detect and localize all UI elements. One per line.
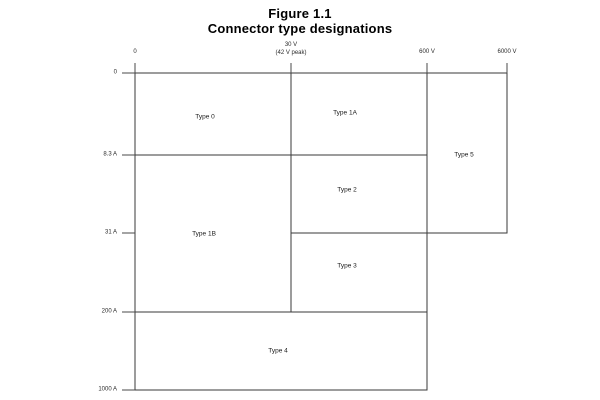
x-axis-label-main: 600 V [419, 49, 435, 55]
y-axis-label-y1000: 1000 A [98, 386, 117, 393]
y-axis-label-y31: 31 A [104, 229, 117, 236]
figure-title-line-1: Figure 1.1 [268, 6, 332, 21]
region-type-2 [290, 154, 428, 234]
x-axis-label-x30: 30 V(42 V peak) [275, 42, 306, 57]
y-axis-label-y8: 8.3 A [103, 151, 117, 158]
region-type-3 [290, 232, 428, 313]
x-axis-label-main: 0 [133, 49, 137, 55]
tick-marks [122, 63, 508, 391]
x-axis-label-x0: 0 [133, 49, 136, 57]
region-label-type-4: Type 4 [268, 347, 288, 355]
region-label-type-2: Type 2 [337, 186, 357, 194]
y-axis-label-y0: 0 [113, 69, 117, 76]
grid-lines [134, 72, 508, 391]
x-axis-label-sub: (42 V peak) [275, 49, 307, 56]
x-axis-label-main: 6000 V [497, 49, 517, 55]
figure-title-line-2: Connector type designations [207, 21, 393, 36]
region-label-type-0: Type 0 [195, 113, 215, 121]
x-axis-label-main: 30 V [284, 42, 298, 48]
figure-title: Figure 1.1 Connector type designations [0, 6, 600, 36]
region-label-type-3: Type 3 [337, 262, 357, 270]
region-type-5 [426, 72, 508, 234]
region-type-1a [290, 72, 428, 156]
region-label-type-5: Type 5 [454, 151, 474, 159]
x-axis-label-x6000: 6000 V [497, 49, 516, 57]
region-label-type-1b: Type 1B [192, 230, 216, 238]
y-axis-label-y200: 200 A [101, 308, 117, 315]
region-type-4 [134, 311, 428, 391]
region-label-type-1a: Type 1A [333, 109, 357, 117]
x-axis-label-x600: 600 V [419, 49, 435, 57]
